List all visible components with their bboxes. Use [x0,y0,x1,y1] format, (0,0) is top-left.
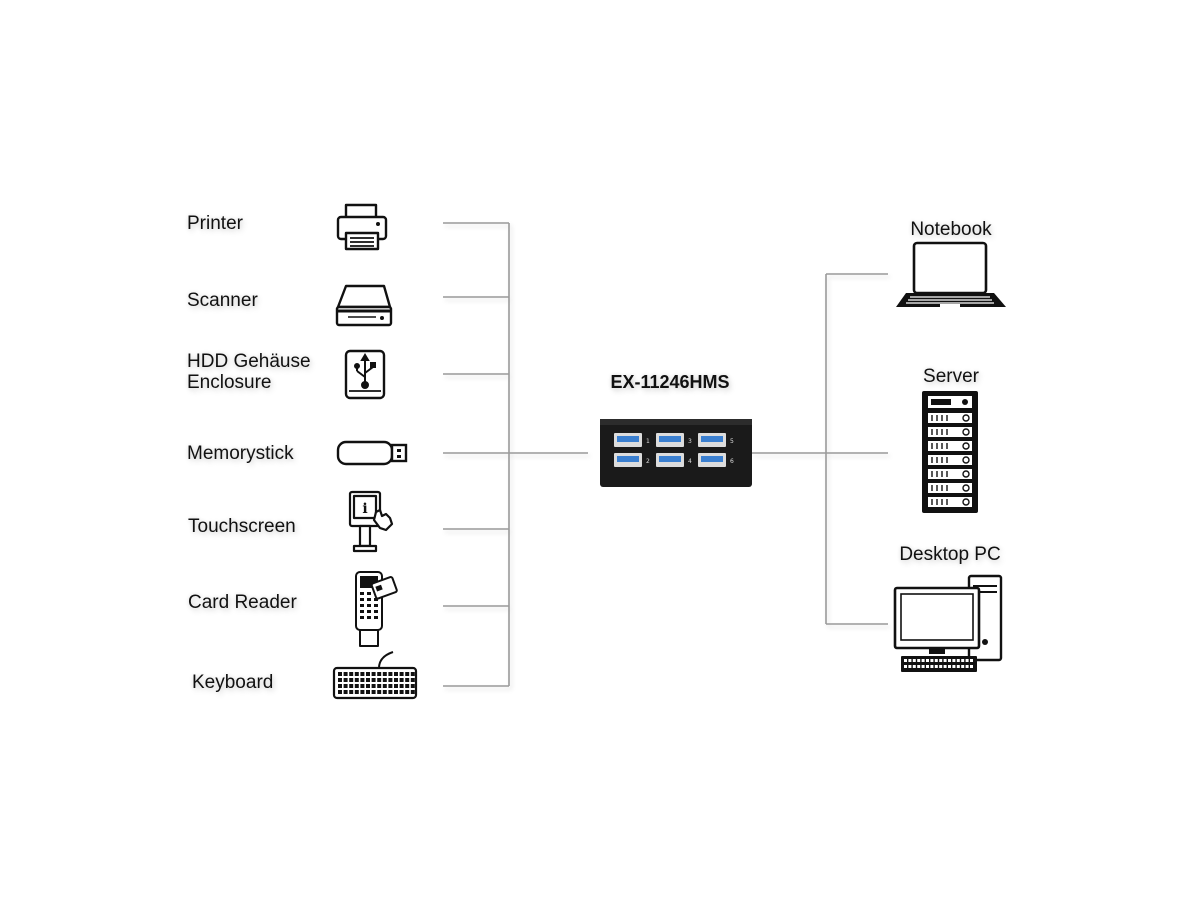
svg-text:4: 4 [688,458,692,465]
label-desktop-pc: Desktop PC [899,544,1001,565]
svg-text:2: 2 [646,458,650,465]
touchscreen-kiosk-icon: i [346,490,398,554]
desktop-pc-icon [893,570,1009,676]
label-touchscreen: Touchscreen [188,516,296,537]
hdd-enclosure-icon [343,349,387,401]
printer-icon [334,203,390,251]
label-printer: Printer [187,213,243,234]
keyboard-icon [331,650,421,700]
usb-port-3: 3 [656,433,692,447]
svg-text:6: 6 [730,458,734,465]
label-hdd-line1: HDD Gehäuse [187,351,311,372]
usb-port-2: 2 [614,453,650,467]
label-card-reader: Card Reader [188,592,297,613]
hub-model-label: EX-11246HMS [610,372,730,392]
label-hdd-line2: Enclosure [187,372,272,393]
label-notebook: Notebook [910,219,992,240]
label-memorystick: Memorystick [187,443,294,464]
usb-port-5: 5 [698,433,734,447]
usb-hub-icon: 1 2 3 4 5 6 [600,419,752,489]
usb-stick-icon [335,437,411,469]
svg-text:1: 1 [646,438,650,445]
label-server: Server [923,366,979,387]
svg-text:5: 5 [730,438,734,445]
usb-port-6: 6 [698,453,734,467]
card-reader-icon [352,570,402,648]
svg-text:i: i [362,501,367,517]
notebook-icon [896,241,1010,313]
label-keyboard: Keyboard [192,672,274,693]
label-scanner: Scanner [187,290,258,311]
svg-text:3: 3 [688,438,692,445]
usb-port-1: 1 [614,433,650,447]
scanner-icon [334,283,394,329]
usb-port-4: 4 [656,453,692,467]
server-icon [920,389,982,517]
